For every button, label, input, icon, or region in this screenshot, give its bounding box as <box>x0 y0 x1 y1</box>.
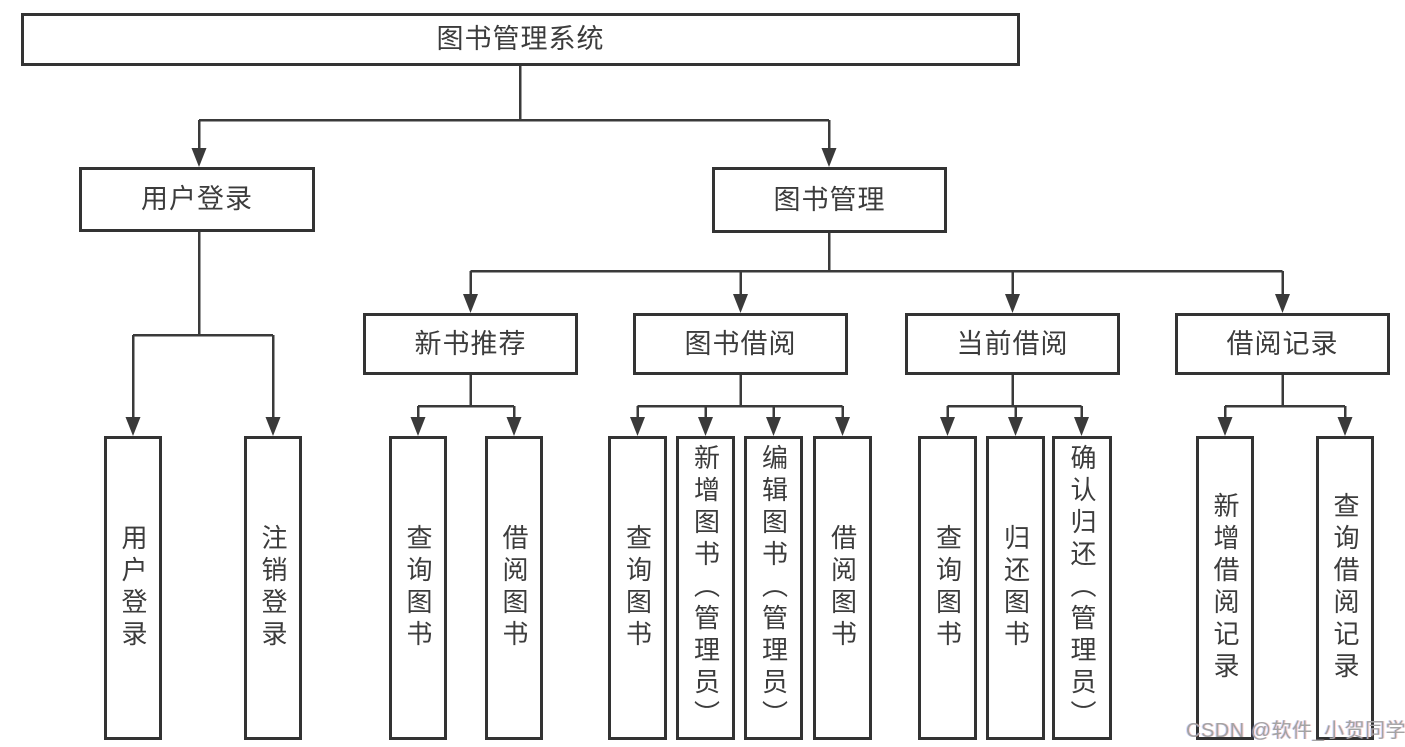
leaf-recommend-borrow-book-label: 借阅图书 <box>499 524 529 652</box>
leaf-edit-book-admin-label: 编辑图书（管理员） <box>758 444 789 732</box>
leaf-add-book-admin: 新增图书（管理员） <box>676 436 735 740</box>
node-user-login: 用户登录 <box>79 167 315 232</box>
node-book-management: 图书管理 <box>712 167 947 233</box>
leaf-logout-label: 注销登录 <box>258 524 288 652</box>
leaf-add-book-admin-label: 新增图书（管理员） <box>690 444 721 732</box>
node-borrow-record: 借阅记录 <box>1175 313 1390 375</box>
leaf-current-query-book: 查询图书 <box>918 436 977 740</box>
node-new-book-recommend: 新书推荐 <box>363 313 578 375</box>
leaf-recommend-borrow-book: 借阅图书 <box>485 436 543 740</box>
leaf-borrow-borrow-book-label: 借阅图书 <box>827 524 858 652</box>
leaf-current-query-book-label: 查询图书 <box>932 524 963 652</box>
node-current-borrow: 当前借阅 <box>905 313 1120 375</box>
leaf-return-book: 归还图书 <box>986 436 1045 740</box>
leaf-query-borrow-record: 查询借阅记录 <box>1316 436 1374 740</box>
leaf-recommend-query-book: 查询图书 <box>389 436 447 740</box>
leaf-user-login: 用户登录 <box>104 436 162 740</box>
leaf-edit-book-admin: 编辑图书（管理员） <box>744 436 803 740</box>
leaf-return-book-label: 归还图书 <box>1000 524 1031 652</box>
leaf-confirm-return-admin: 确认归还（管理员） <box>1052 436 1112 740</box>
leaf-add-borrow-record-label: 新增借阅记录 <box>1210 492 1240 684</box>
leaf-logout: 注销登录 <box>244 436 302 740</box>
leaf-add-borrow-record: 新增借阅记录 <box>1196 436 1254 740</box>
leaf-borrow-borrow-book: 借阅图书 <box>813 436 872 740</box>
leaf-borrow-query-book: 查询图书 <box>608 436 667 740</box>
leaf-recommend-query-book-label: 查询图书 <box>403 524 433 652</box>
csdn-watermark: CSDN @软件_小贺同学 <box>1186 720 1405 742</box>
leaf-query-borrow-record-label: 查询借阅记录 <box>1330 492 1360 684</box>
leaf-user-login-label: 用户登录 <box>118 524 148 652</box>
node-book-borrow: 图书借阅 <box>633 313 848 375</box>
leaf-borrow-query-book-label: 查询图书 <box>622 524 653 652</box>
node-library-management-system: 图书管理系统 <box>21 13 1020 66</box>
leaf-confirm-return-admin-label: 确认归还（管理员） <box>1067 444 1097 732</box>
